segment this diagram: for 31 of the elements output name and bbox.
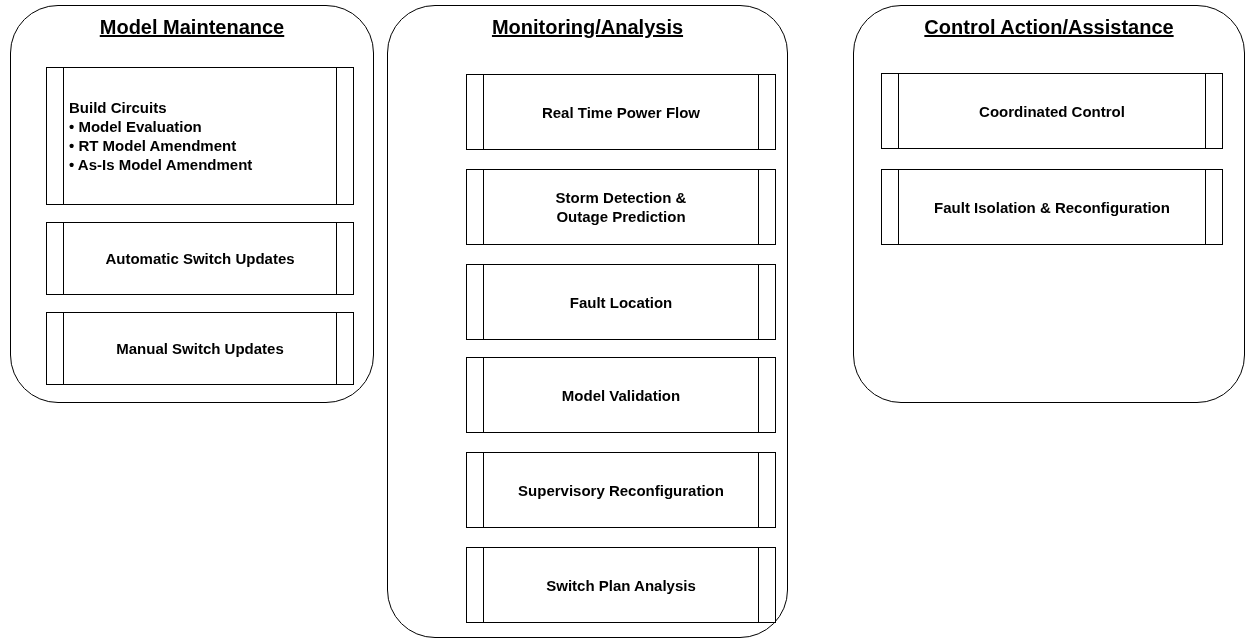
panel-title: Control Action/Assistance xyxy=(924,16,1174,38)
bullet-item: • Model Evaluation xyxy=(69,117,203,136)
process-box xyxy=(466,74,776,150)
group-panel xyxy=(387,5,788,638)
process-box xyxy=(466,169,776,245)
box-label: Fault Isolation & Reconfiguration xyxy=(934,197,1170,217)
box-label: Manual Switch Updates xyxy=(116,339,284,358)
panel-title: Model Maintenance xyxy=(99,16,285,38)
box-label: Coordinated Control xyxy=(979,101,1125,121)
process-box xyxy=(466,547,776,623)
group-panel xyxy=(10,5,374,403)
panel-title: Monitoring/Analysis xyxy=(491,16,684,38)
box-label: Supervisory Reconfiguration xyxy=(518,480,724,500)
box-label: Model Validation xyxy=(561,385,681,405)
process-box xyxy=(881,73,1223,149)
process-box xyxy=(46,222,354,295)
box-heading: Build Circuits xyxy=(69,98,167,117)
bullet-item: • RT Model Amendment xyxy=(69,136,238,155)
process-box xyxy=(46,67,354,205)
box-label: Automatic Switch Updates xyxy=(105,249,295,268)
box-label: Storm Detection & Outage Prediction xyxy=(554,188,688,226)
process-box xyxy=(881,169,1223,245)
process-box xyxy=(466,264,776,340)
bullet-item: • As-Is Model Amendment xyxy=(69,155,253,174)
process-box xyxy=(466,452,776,528)
box-label: Real Time Power Flow xyxy=(541,102,701,122)
box-label: Fault Location xyxy=(569,292,673,312)
process-box xyxy=(466,357,776,433)
process-box xyxy=(46,312,354,385)
box-label: Switch Plan Analysis xyxy=(546,575,696,595)
group-panel xyxy=(853,5,1245,403)
